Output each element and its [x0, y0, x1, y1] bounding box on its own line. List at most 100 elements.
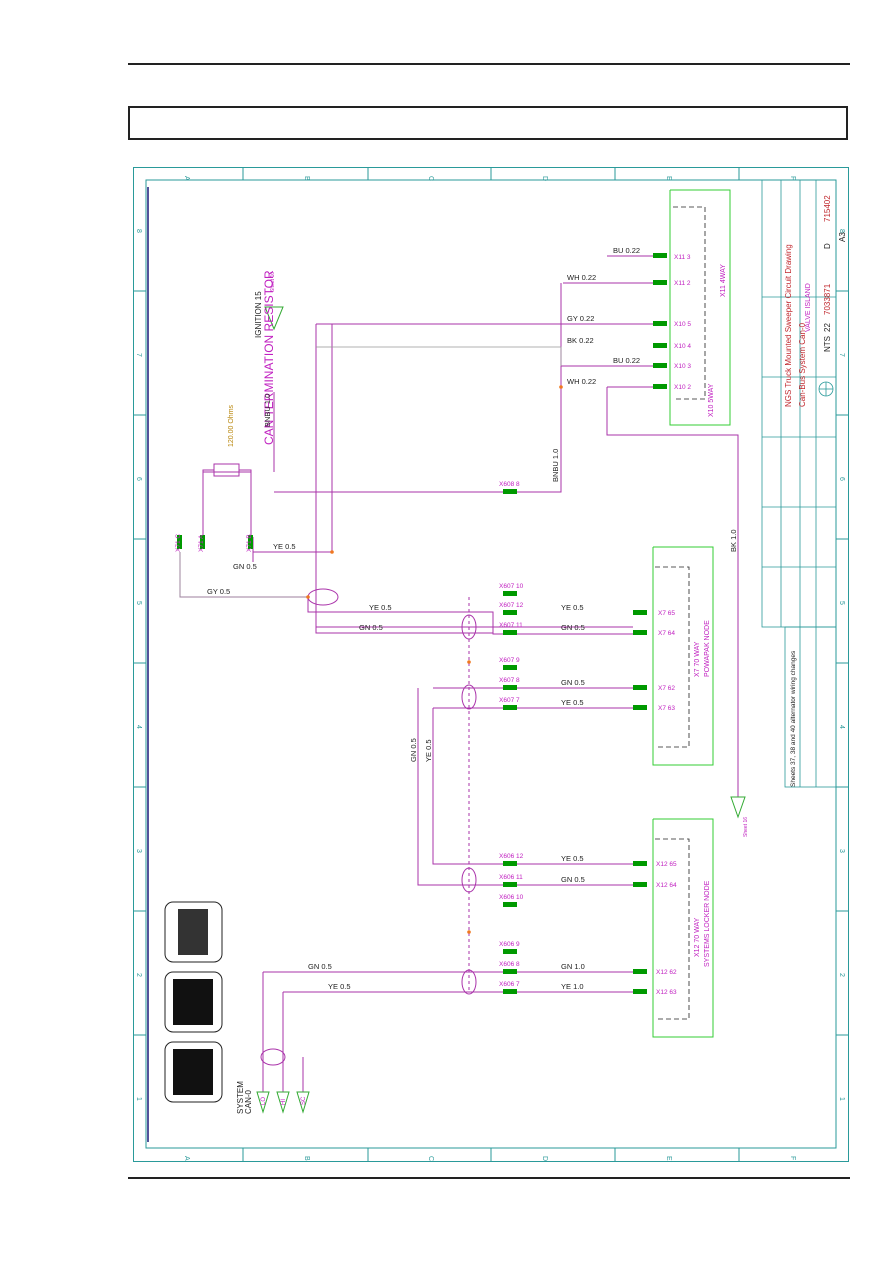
pin-label: X607 12	[499, 602, 524, 609]
drawing-number: 7033871	[823, 283, 832, 315]
wire-label: BU 0.22	[613, 356, 640, 365]
title-block	[761, 179, 837, 788]
wire-label: BNBU 1.0	[263, 394, 272, 427]
wire-label: YE 0.5	[424, 739, 433, 762]
wire-label: BU 0.22	[613, 246, 640, 255]
row-label: 3	[135, 849, 142, 853]
pin-label: X7 63	[658, 705, 675, 712]
col-label: D	[541, 176, 548, 181]
row-label: 1	[838, 1097, 845, 1101]
pin-label: SC	[301, 1096, 307, 1105]
connector-label: VALVE ISLAND	[805, 283, 812, 332]
pin-label: X606 7	[499, 981, 520, 988]
wire-label: YE 0.5	[561, 698, 584, 707]
pin-label: X10 5	[674, 321, 691, 328]
revision-note: Sheets 37, 38 and 40 alternator wiring c…	[790, 650, 797, 787]
col-label: B	[303, 176, 310, 181]
row-label: 3	[838, 849, 845, 853]
pin-label: X606 10	[499, 894, 524, 901]
wire-label: GN 0.5	[359, 623, 383, 632]
pin-label: X10 2	[674, 384, 691, 391]
pin-label: X607 9	[499, 657, 520, 664]
row-label: 7	[838, 353, 845, 357]
pin-label: X71 C	[175, 534, 182, 552]
wire-label: BK 1.0	[729, 529, 738, 552]
drawing-frame	[133, 167, 849, 1162]
pin-label: X607 7	[499, 697, 520, 704]
ignition-label: IGNITION 15	[254, 291, 263, 338]
pin-label: X606 9	[499, 941, 520, 948]
top-rule	[128, 63, 850, 65]
col-label: C	[427, 1156, 434, 1161]
pin-label: X12 62	[656, 969, 677, 976]
wire-label: YE 0.5	[328, 982, 351, 991]
scale: NTS	[823, 336, 832, 352]
col-label: F	[789, 176, 796, 180]
connector-label: SYSTEMS LOCKER NODE	[704, 880, 711, 967]
pin-label: LO	[261, 1097, 267, 1105]
row-label: 1	[135, 1097, 142, 1101]
system-can-label: SYSTEM	[236, 1081, 245, 1114]
wire-label: YE 0.5	[273, 542, 296, 551]
pin-label: X607 11	[499, 622, 523, 629]
wire-label: WH 0.22	[567, 377, 596, 386]
connector-label: X12 70 WAY	[694, 917, 701, 957]
row-label: 4	[135, 725, 142, 729]
pin-label: HI	[281, 1099, 287, 1105]
row-label: 8	[135, 229, 142, 233]
row-label: 6	[838, 477, 845, 481]
wire-label: GN 1.0	[561, 962, 585, 971]
can-termination-label: CAN TERMINATION RESISTOR	[262, 270, 276, 445]
pin-label: X7 65	[658, 610, 675, 617]
wire-label: GN 0.5	[409, 738, 418, 762]
wire-label: YE 0.5	[561, 854, 584, 863]
row-label: 7	[135, 353, 142, 357]
wire-label: GN 0.5	[308, 962, 332, 971]
sc-arrow	[296, 1091, 310, 1114]
system-can-label-2: CAN-0	[244, 1089, 253, 1114]
header-box	[128, 106, 848, 140]
pin-label: X71 B	[246, 534, 253, 552]
col-label: A	[183, 176, 190, 181]
wire-label: GN 0.5	[561, 678, 585, 687]
row-label: 4	[838, 725, 845, 729]
col-label: C	[427, 176, 434, 181]
pin-label: X12 64	[656, 882, 677, 889]
pin-label: X606 11	[499, 874, 523, 881]
title-line2: Can-Bus System Can-0	[798, 322, 807, 407]
col-label: E	[665, 1156, 672, 1161]
pin-label: X12 63	[656, 989, 677, 996]
wire-label: YE 0.5	[369, 603, 392, 612]
ignition-arrow	[264, 306, 284, 331]
col-label: A	[183, 1156, 190, 1161]
resistor-value: 120.00 Ohms	[228, 404, 235, 447]
pin-label: X607 10	[499, 583, 524, 590]
sheet-number: 22	[823, 323, 832, 332]
pin-label: X71 A	[198, 534, 205, 552]
row-label: 5	[838, 601, 845, 605]
wire-label: GN 0.5	[233, 562, 257, 571]
hi-arrow	[276, 1091, 290, 1114]
sheet-ref: Sheet 16	[270, 272, 276, 292]
row-label: 5	[135, 601, 142, 605]
pin-label: X606 8	[499, 961, 520, 968]
pin-label: X7 64	[658, 630, 675, 637]
row-label: 2	[135, 973, 142, 977]
title-line1: NGS Truck Mounted Sweeper Circuit Drawin…	[784, 244, 793, 407]
col-label: B	[303, 1156, 310, 1161]
pin-label: X7 62	[658, 685, 675, 692]
lo-arrow	[256, 1091, 270, 1114]
row-label: 8	[838, 229, 845, 233]
wire-label: YE 0.5	[561, 603, 584, 612]
col-label: E	[665, 176, 672, 181]
x11-connector-box	[669, 189, 731, 426]
issue: D	[823, 243, 832, 249]
pin-label: X11 2	[674, 280, 691, 287]
bottom-rule	[128, 1177, 850, 1179]
wire-label: BNBU 1.0	[551, 449, 560, 482]
sheet-ref: Sheet 16	[743, 817, 749, 837]
pin-label: X10 3	[674, 363, 691, 370]
col-label: F	[789, 1156, 796, 1160]
row-label: 2	[838, 973, 845, 977]
wire-label: BK 0.22	[567, 336, 594, 345]
